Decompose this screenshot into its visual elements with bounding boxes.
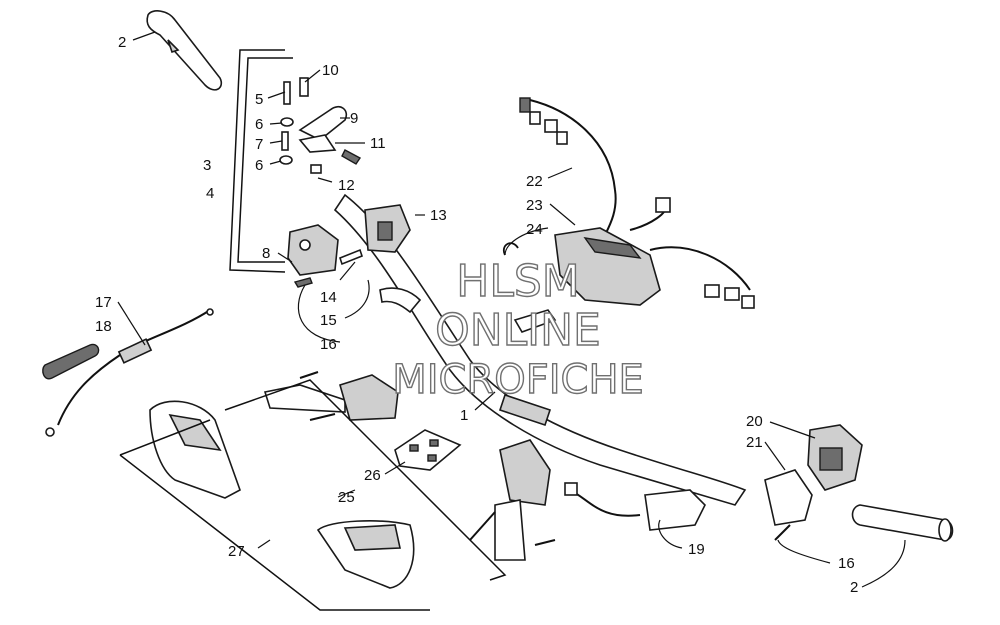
callout-14: 14 <box>320 289 337 306</box>
heater-element <box>564 482 706 531</box>
brake-cable <box>45 308 214 437</box>
watermark-line-2: ONLINE <box>435 305 601 356</box>
callout-9: 9 <box>350 110 358 127</box>
leader-lines <box>117 31 906 588</box>
callout-16-left: 16 <box>320 336 337 353</box>
callout-8: 8 <box>262 245 270 262</box>
watermark-line-1: HLSM <box>456 256 580 307</box>
callout-22: 22 <box>526 173 543 190</box>
callout-10: 10 <box>322 62 339 79</box>
callout-2-top: 2 <box>118 34 126 51</box>
handguard-right <box>316 520 415 589</box>
callout-1: 1 <box>460 407 468 424</box>
throttle-block <box>287 224 363 288</box>
callout-7: 7 <box>255 136 263 153</box>
callout-5: 5 <box>255 91 263 108</box>
callout-18: 18 <box>95 318 112 335</box>
callout-12: 12 <box>338 177 355 194</box>
callout-6-top: 6 <box>255 116 263 133</box>
switch-mount-left <box>263 371 399 421</box>
callout-labels: 2 2 1 3 4 5 6 7 6 8 9 10 11 12 13 14 15 … <box>95 34 858 596</box>
callout-27: 27 <box>228 543 245 560</box>
callout-26: 26 <box>364 467 381 484</box>
assembly-bracket-3-4 <box>229 49 293 273</box>
callout-2-bottom: 2 <box>850 579 858 596</box>
grip-right <box>851 504 954 542</box>
callout-15: 15 <box>320 312 337 329</box>
callout-19: 19 <box>688 541 705 558</box>
wiring-harness <box>519 97 755 309</box>
callout-13: 13 <box>430 207 447 224</box>
watermark-line-3: MICROFICHE <box>392 357 644 403</box>
throttle-hardware <box>279 77 362 174</box>
cover-clip <box>502 242 519 256</box>
switch-housing-right <box>807 424 863 491</box>
callout-16-right: 16 <box>838 555 855 572</box>
handguard-outline-brackets <box>119 379 507 611</box>
mounting-plate <box>394 429 462 471</box>
callout-24: 24 <box>526 221 543 238</box>
callout-17: 17 <box>95 294 112 311</box>
callout-25: 25 <box>338 489 355 506</box>
center-mount-bracket <box>469 439 556 561</box>
callout-3: 3 <box>203 157 211 174</box>
switch-housing-left <box>364 204 411 253</box>
watermark: HLSM ONLINE MICROFICHE <box>391 255 644 403</box>
callout-6-bottom: 6 <box>255 157 263 174</box>
switch-bracket-right <box>764 469 813 541</box>
callout-23: 23 <box>526 197 543 214</box>
callout-11: 11 <box>370 135 386 152</box>
cable-grip-cover <box>42 343 100 380</box>
callout-20: 20 <box>746 413 763 430</box>
grip-left <box>146 10 223 91</box>
callout-21: 21 <box>746 434 763 451</box>
handlebar-cover <box>513 227 661 333</box>
callout-4: 4 <box>206 185 214 202</box>
handguard-left <box>149 400 241 499</box>
